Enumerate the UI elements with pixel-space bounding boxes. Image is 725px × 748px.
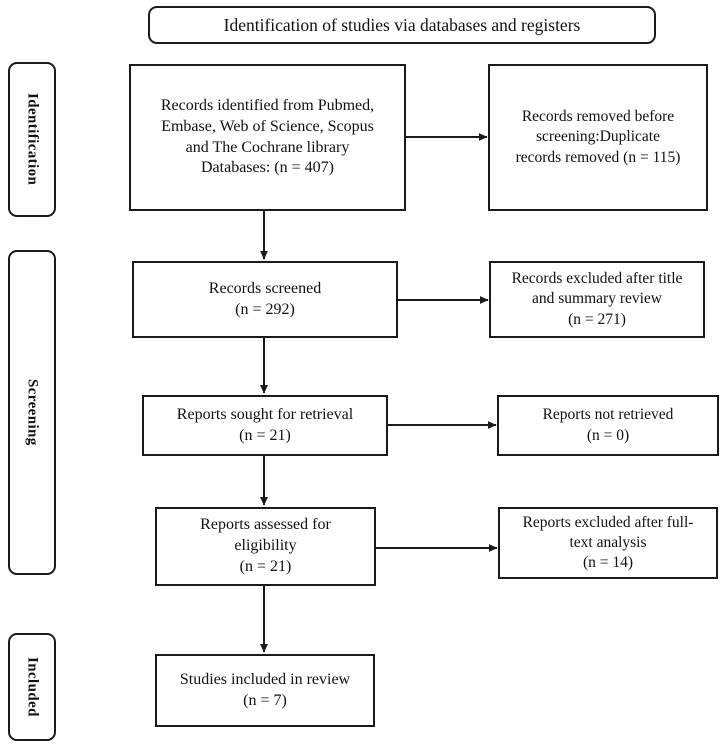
stage-label-screening: Screening xyxy=(8,250,56,575)
node-reports-excluded-label: Reports excluded after full- text analys… xyxy=(522,513,694,572)
stage-label-screening-text: Screening xyxy=(24,379,41,446)
node-records-screened-label: Records screened (n = 292) xyxy=(208,279,322,318)
node-records-identified: Records identified from Pubmed, Embase, … xyxy=(129,64,406,211)
stage-label-identification-text: Identification xyxy=(24,93,41,186)
node-records-removed: Records removed before screening:Duplica… xyxy=(488,64,708,211)
node-reports-assessed: Reports assessed for eligibility (n = 21… xyxy=(155,507,376,586)
stage-label-identification: Identification xyxy=(8,62,56,217)
node-records-excluded-label: Records excluded after title and summary… xyxy=(511,270,683,328)
node-records-removed-label: Records removed before screening:Duplica… xyxy=(515,108,681,166)
node-reports-sought: Reports sought for retrieval (n = 21) xyxy=(142,395,388,456)
node-records-screened: Records screened (n = 292) xyxy=(132,261,398,338)
stage-label-included-text: Included xyxy=(24,657,41,717)
node-reports-excluded: Reports excluded after full- text analys… xyxy=(498,507,718,579)
diagram-banner-label: Identification of studies via databases … xyxy=(223,14,581,35)
node-records-excluded: Records excluded after title and summary… xyxy=(489,261,705,338)
stage-label-included: Included xyxy=(8,633,56,741)
diagram-banner: Identification of studies via databases … xyxy=(148,6,656,44)
node-reports-assessed-label: Reports assessed for eligibility (n = 21… xyxy=(200,516,331,575)
node-records-identified-label: Records identified from Pubmed, Embase, … xyxy=(160,96,375,177)
node-studies-included: Studies included in review (n = 7) xyxy=(155,654,375,727)
node-studies-included-label: Studies included in review (n = 7) xyxy=(179,670,351,709)
node-reports-not-retrieved: Reports not retrieved (n = 0) xyxy=(497,395,719,456)
node-reports-sought-label: Reports sought for retrieval (n = 21) xyxy=(176,405,354,444)
node-reports-not-retrieved-label: Reports not retrieved (n = 0) xyxy=(542,406,674,444)
